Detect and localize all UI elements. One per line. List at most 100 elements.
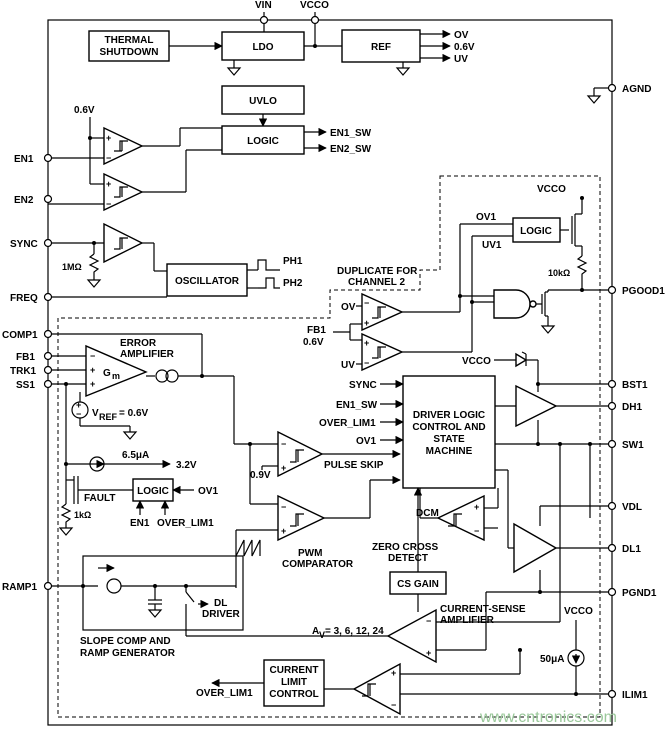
uvlo-label: UVLO [249,96,277,107]
hysteresis-icon [372,306,386,319]
freq-pin [43,292,53,302]
agnd-label: AGND [622,84,651,95]
v32-label: 3.2V [176,460,197,471]
vref-label-tail: = 0.6V [119,408,149,419]
en1-pin [43,153,53,163]
low-side-driver [513,522,558,574]
av-label-lead: A [312,626,319,637]
svg-text:−: − [364,358,369,368]
dl-driver-label-1: DL [214,598,227,609]
drv-ov1-label: OV1 [356,436,376,447]
svg-text:+: + [90,379,95,389]
gm-label: G [103,368,111,379]
hysteresis-icon [114,237,128,250]
climit-label-1: CURRENT [270,665,319,676]
svg-text:−: − [281,439,286,449]
i50-label: 50μA [540,654,564,665]
pwm-comparator [277,494,326,542]
dl-driver-label-2: DRIVER [202,609,241,620]
svg-text:+: + [364,338,369,348]
en1-comparator [103,126,144,166]
ground-icon [86,279,102,288]
ground-icon [226,67,242,76]
vin-pin [259,15,269,25]
resistor-icon [576,255,588,280]
thermal-label-2: SHUTDOWN [100,47,159,58]
agnd-pin [607,83,617,93]
current-limit-block [263,659,325,707]
ground-icon [147,609,163,618]
hysteresis-icon [114,140,128,152]
pulse-skip-comparator [277,430,324,478]
sw1-pin [607,439,617,449]
vcco-pin [310,15,320,25]
pg-resistor-label: 10kΩ [548,268,570,278]
pulse-icon [257,259,280,271]
dh1-pin [607,401,617,411]
sync-label: SYNC [10,239,38,250]
cs-gain-label: CS GAIN [397,579,439,590]
ldo-block [221,31,305,61]
en1-sw-label: EN1_SW [330,128,372,139]
ref-block [341,29,421,63]
dh1-label: DH1 [622,402,642,413]
pwm-label-2: COMPARATOR [282,559,354,570]
driver-label-3: STATE [433,434,465,445]
current-sense-amplifier [386,608,437,664]
fault-en1-label: EN1 [130,518,150,529]
sawtooth-icon [235,539,261,557]
sync-comparator [103,222,144,264]
svg-text:−: − [106,153,111,163]
pgood1-label: PGOOD1 [622,286,665,297]
high-side-driver [515,384,558,428]
en1-label: EN1 [14,154,34,165]
channel-boundary [57,175,601,718]
vdl-label: VDL [622,502,642,513]
ph1-label: PH1 [283,256,303,267]
fault-overlim-label: OVER_LIM1 [157,518,214,529]
ss1-label: SS1 [16,380,35,391]
ref-06v-label: 0.6V [454,42,475,53]
cmp-uv-label: UV [341,360,355,371]
ref-uv-label: UV [454,54,468,65]
svg-text:+: + [364,318,369,328]
ea-label-1: ERROR [120,338,157,349]
hysteresis-icon [290,513,304,527]
svg-text:+: + [474,502,479,512]
logic-pg-block [512,217,561,243]
driver-label-2: CONTROL AND [412,422,485,433]
v09-label: 0.9V [250,470,271,481]
resistor-icon [88,253,100,276]
zero-cross-comparator [436,494,485,542]
ilim1-pin [607,689,617,699]
duplicate-label-1: DUPLICATE FOR [337,266,418,277]
ramp1-pin [43,581,53,591]
svg-text:+: + [76,400,81,410]
slope-comp-block [82,555,244,631]
pgnd1-label: PGND1 [622,588,657,599]
climit-label-3: CONTROL [269,689,318,700]
thermal-shutdown-block [88,30,170,62]
comp1-pin [43,329,53,339]
logic-fault-label: LOGIC [137,486,169,497]
logic-en-block [221,125,305,155]
oscillator-block [166,263,248,297]
vref-label-lead: V [92,408,99,419]
svg-text:−: − [474,526,479,536]
svg-text:+: + [281,526,286,536]
svg-text:+: + [106,133,111,143]
svg-text:+: + [391,668,396,678]
svg-text:−: − [90,351,95,361]
ea-label-2: AMPLIFIER [120,349,175,360]
nand-gate [493,289,531,319]
ph2-label: PH2 [283,278,303,289]
freq-label: FREQ [10,293,38,304]
fb1-pin [43,351,53,361]
trk1-pin [43,365,53,375]
ldo-label: LDO [252,42,273,53]
switch-icon [185,591,195,603]
logic-pg-label: LOGIC [520,226,552,237]
drv-en1sw-label: EN1_SW [336,400,378,411]
